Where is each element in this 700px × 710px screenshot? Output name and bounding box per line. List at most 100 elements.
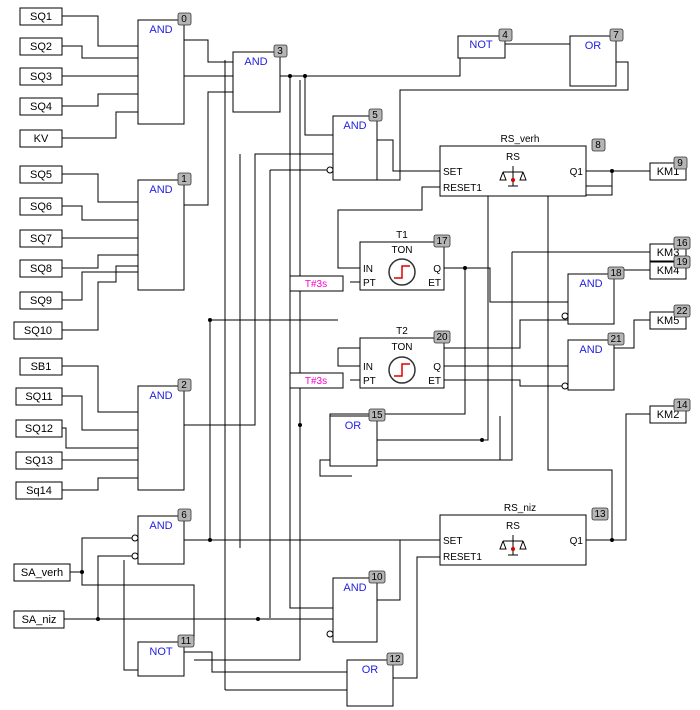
svg-text:OR: OR [345, 420, 362, 432]
svg-text:ET: ET [428, 278, 441, 289]
constants: T#3s T#3s [289, 275, 344, 389]
svg-text:PT: PT [363, 376, 376, 387]
svg-text:RS_verh: RS_verh [501, 134, 540, 145]
block-and-5: AND 5 [326, 108, 383, 181]
block-not-4: NOT 4 [457, 28, 513, 59]
svg-text:SQ10: SQ10 [24, 325, 52, 337]
svg-text:AND: AND [149, 24, 172, 36]
svg-text:AND: AND [579, 278, 602, 290]
input-sq13: SQ13 [15, 451, 63, 470]
svg-text:KM1: KM1 [657, 166, 680, 178]
output-km5: KM5 22 [649, 304, 691, 330]
svg-text:SQ4: SQ4 [30, 101, 52, 113]
block-and-1: AND 1 [137, 172, 192, 291]
svg-text:SQ13: SQ13 [25, 455, 53, 467]
svg-text:RS_niz: RS_niz [504, 503, 536, 514]
svg-text:TON: TON [392, 245, 413, 256]
svg-text:0: 0 [181, 14, 187, 25]
scales-icon [499, 166, 527, 187]
svg-text:SQ1: SQ1 [30, 11, 52, 23]
block-or-7: OR 7 [569, 28, 624, 87]
output-km2: KM2 14 [649, 398, 691, 424]
svg-text:ET: ET [428, 376, 441, 387]
svg-text:T#3s: T#3s [305, 279, 327, 290]
block-or-15: OR 15 [329, 408, 386, 467]
svg-text:RS: RS [506, 521, 520, 532]
svg-text:SET: SET [443, 536, 462, 547]
input-sq8: SQ8 [19, 259, 63, 278]
svg-text:KM2: KM2 [657, 409, 680, 421]
block-and-21: AND 21 [561, 332, 625, 391]
svg-text:AND: AND [579, 344, 602, 356]
svg-text:RESET1: RESET1 [443, 552, 482, 563]
svg-text:6: 6 [181, 510, 187, 521]
svg-text:RESET1: RESET1 [443, 183, 482, 194]
svg-text:KM5: KM5 [657, 315, 680, 327]
svg-text:PT: PT [363, 278, 376, 289]
output-km4: KM4 19 [649, 255, 691, 280]
svg-text:21: 21 [610, 334, 622, 345]
svg-text:AND: AND [343, 120, 366, 132]
junction-dots [80, 74, 614, 621]
input-sb1: SB1 [19, 357, 63, 376]
input-sq11: SQ11 [15, 387, 63, 406]
output-km1: KM1 9 [649, 156, 688, 181]
block-not-11: NOT 11 [137, 634, 195, 677]
input-sq12: SQ12 [15, 419, 63, 438]
svg-text:IN: IN [363, 264, 373, 275]
output-labels: KM1 9 KM3 16 KM4 19 KM5 22 KM2 14 [649, 156, 691, 424]
svg-text:SET: SET [443, 167, 462, 178]
svg-text:19: 19 [676, 257, 688, 268]
input-sq3: SQ3 [19, 67, 63, 86]
svg-text:T#3s: T#3s [305, 376, 327, 387]
svg-text:SB1: SB1 [31, 361, 52, 373]
svg-text:AND: AND [149, 520, 172, 532]
input-labels: SQ1 SQ2 SQ3 SQ4 KV SQ5 SQ6 SQ7 SQ8 SQ9 S… [13, 7, 71, 629]
svg-text:15: 15 [371, 410, 383, 421]
svg-text:1: 1 [181, 174, 187, 185]
svg-text:AND: AND [149, 390, 172, 402]
block-and-3: AND 3 [232, 44, 288, 113]
input-sq5: SQ5 [19, 165, 63, 184]
svg-text:IN: IN [363, 362, 373, 373]
svg-text:OR: OR [585, 40, 602, 52]
svg-text:17: 17 [436, 236, 448, 247]
wires [62, 15, 650, 691]
block-or-12: OR 12 [346, 652, 404, 707]
svg-text:13: 13 [594, 509, 606, 520]
svg-text:SQ3: SQ3 [30, 71, 52, 83]
svg-text:4: 4 [502, 30, 508, 41]
svg-text:3: 3 [277, 46, 283, 57]
svg-text:2: 2 [181, 380, 187, 391]
input-sq2: SQ2 [19, 37, 63, 56]
svg-text:OR: OR [362, 664, 379, 676]
svg-text:10: 10 [371, 572, 383, 583]
input-sa-verh: SA_verh [13, 563, 71, 582]
svg-text:SQ6: SQ6 [30, 201, 52, 213]
block-and-0: AND 0 [137, 12, 192, 125]
svg-text:Q1: Q1 [570, 536, 584, 547]
svg-text:8: 8 [595, 140, 601, 151]
timer-icon [388, 258, 416, 286]
svg-text:SA_verh: SA_verh [21, 567, 63, 579]
svg-text:18: 18 [610, 268, 622, 279]
block-and-2: AND 2 [137, 378, 192, 491]
input-sq14: Sq14 [15, 481, 63, 500]
svg-text:T1: T1 [396, 230, 408, 241]
svg-text:AND: AND [149, 184, 172, 196]
const-t2-pt: T#3s [289, 372, 344, 389]
input-kv: KV [19, 129, 63, 148]
svg-text:SQ5: SQ5 [30, 169, 52, 181]
block-rs-8: RS_verh RS SET RESET1 Q1 8 [439, 134, 606, 197]
input-sq10: SQ10 [13, 321, 63, 340]
svg-text:Sq14: Sq14 [26, 485, 52, 497]
svg-text:SQ7: SQ7 [30, 233, 52, 245]
input-sq7: SQ7 [19, 229, 63, 248]
block-and-6: AND 6 [131, 508, 192, 565]
svg-text:SQ8: SQ8 [30, 263, 52, 275]
svg-text:12: 12 [389, 654, 401, 665]
svg-text:SA_niz: SA_niz [22, 614, 57, 626]
svg-text:Q: Q [433, 264, 441, 275]
svg-text:KM3: KM3 [657, 247, 680, 259]
